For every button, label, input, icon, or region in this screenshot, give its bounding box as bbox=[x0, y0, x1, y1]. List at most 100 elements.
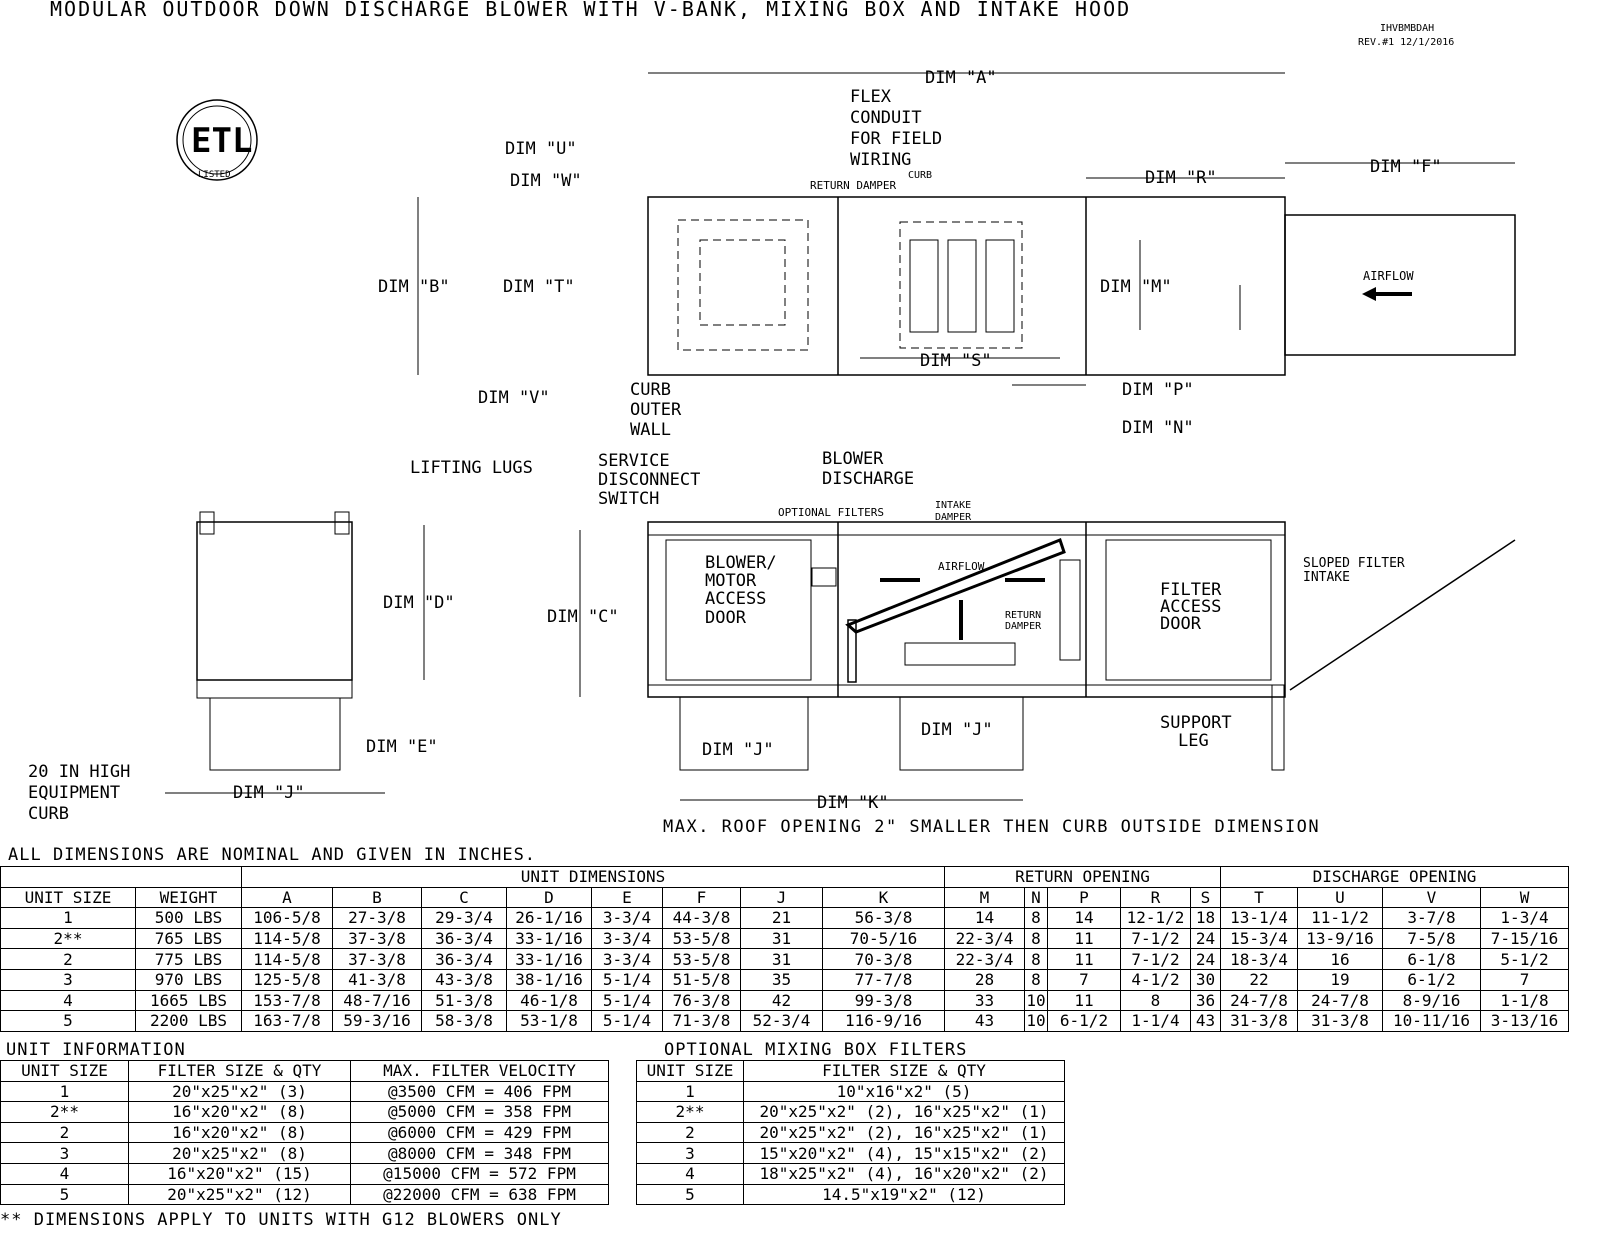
table-cell: 5-1/2 bbox=[1479, 948, 1570, 970]
table-cell: UNIT SIZE bbox=[636, 1060, 744, 1082]
table-cell: @15000 CFM = 572 FPM bbox=[350, 1162, 609, 1185]
table-cell: 1 bbox=[0, 907, 136, 929]
table-cell: 3-3/4 bbox=[591, 907, 663, 929]
table-cell: 1665 LBS bbox=[135, 989, 242, 1012]
svg-text:DISCONNECT: DISCONNECT bbox=[598, 470, 700, 490]
table-cell: 153-7/8 bbox=[241, 989, 333, 1012]
table-cell: 37-3/8 bbox=[332, 927, 422, 950]
table-cell: 5 bbox=[0, 1183, 129, 1206]
table-cell: 24 bbox=[1190, 927, 1221, 950]
table-cell: 16 bbox=[1297, 948, 1383, 970]
table-cell: FILTER SIZE & QTY bbox=[743, 1060, 1065, 1082]
table-cell: 2 bbox=[636, 1121, 744, 1144]
table-cell: 5-1/4 bbox=[591, 989, 663, 1012]
table-cell: 13-1/4 bbox=[1220, 907, 1298, 929]
table-cell: 16"x20"x2" (15) bbox=[128, 1162, 351, 1185]
table-cell: @3500 CFM = 406 FPM bbox=[350, 1080, 609, 1103]
table-cell: 10"x16"x2" (5) bbox=[743, 1080, 1065, 1103]
table-cell: 53-5/8 bbox=[662, 927, 741, 950]
table-cell: 31-3/8 bbox=[1220, 1010, 1298, 1032]
table-cell: 775 LBS bbox=[135, 948, 242, 970]
table-cell: @8000 CFM = 348 FPM bbox=[350, 1142, 609, 1164]
svg-text:SLOPED FILTER: SLOPED FILTER bbox=[1303, 556, 1405, 571]
svg-text:EQUIPMENT: EQUIPMENT bbox=[28, 783, 120, 803]
table-cell: 1-3/4 bbox=[1479, 907, 1570, 929]
svg-text:DIM "B": DIM "B" bbox=[378, 277, 450, 297]
table-cell: 14 bbox=[944, 907, 1025, 929]
table-cell: 53-5/8 bbox=[662, 948, 741, 970]
table-cell: 22 bbox=[1220, 968, 1298, 991]
end-view bbox=[165, 511, 425, 794]
table-cell: 19 bbox=[1297, 968, 1383, 991]
svg-text:INTAKE: INTAKE bbox=[935, 500, 971, 511]
table-cell: 7 bbox=[1479, 968, 1570, 991]
table-cell: B bbox=[332, 886, 422, 909]
table-cell: F bbox=[662, 886, 741, 909]
table-cell: 163-7/8 bbox=[241, 1010, 333, 1032]
table-cell: @6000 CFM = 429 FPM bbox=[350, 1121, 609, 1144]
table-cell: 20"x25"x2" (2), 16"x25"x2" (1) bbox=[743, 1121, 1065, 1144]
table-cell: 16"x20"x2" (8) bbox=[128, 1101, 351, 1123]
table-cell: 56-3/8 bbox=[822, 907, 945, 929]
table-cell: 36 bbox=[1190, 989, 1221, 1012]
svg-text:WALL: WALL bbox=[630, 420, 671, 440]
table-cell: 765 LBS bbox=[135, 927, 242, 950]
svg-text:DIM "S": DIM "S" bbox=[920, 351, 992, 371]
table-cell: M bbox=[944, 886, 1025, 909]
table-cell: 13-9/16 bbox=[1297, 927, 1383, 950]
table-cell: UNIT SIZE bbox=[0, 1060, 129, 1082]
side-view bbox=[579, 521, 1516, 801]
svg-text:DIM "N": DIM "N" bbox=[1122, 418, 1194, 438]
table-cell: 52-3/4 bbox=[740, 1010, 823, 1032]
table-cell: 22-3/4 bbox=[944, 948, 1025, 970]
footnote: ** DIMENSIONS APPLY TO UNITS WITH G12 BL… bbox=[0, 1210, 562, 1230]
table-cell: 5-1/4 bbox=[591, 1010, 663, 1032]
table-cell: 2** bbox=[0, 1101, 129, 1123]
group-return-opening: RETURN OPENING bbox=[944, 866, 1221, 888]
table-cell: J bbox=[740, 886, 823, 909]
table-cell: N bbox=[1024, 886, 1048, 909]
table-cell: 71-3/8 bbox=[662, 1010, 741, 1032]
table-cell: 7 bbox=[1047, 968, 1121, 991]
table-cell: 99-3/8 bbox=[822, 989, 945, 1012]
table-cell: 33-1/16 bbox=[506, 927, 592, 950]
table-cell: 31-3/8 bbox=[1297, 1010, 1383, 1032]
table-cell: 125-5/8 bbox=[241, 968, 333, 991]
table-cell: 15"x20"x2" (4), 15"x15"x2" (2) bbox=[743, 1142, 1065, 1164]
table-cell: 2 bbox=[0, 1121, 129, 1144]
svg-text:ACCESS: ACCESS bbox=[1160, 597, 1221, 617]
table-cell: 46-1/8 bbox=[506, 989, 592, 1012]
table-cell: 33 bbox=[944, 989, 1025, 1012]
table-cell: 18-3/4 bbox=[1220, 948, 1298, 970]
plan-view bbox=[417, 72, 1516, 386]
table-cell: V bbox=[1382, 886, 1481, 909]
drawing-title: MODULAR OUTDOOR DOWN DISCHARGE BLOWER WI… bbox=[50, 0, 1131, 21]
table-cell: 3-3/4 bbox=[591, 948, 663, 970]
svg-text:DOOR: DOOR bbox=[1160, 614, 1202, 634]
table-cell: 8 bbox=[1120, 989, 1191, 1012]
table-cell: 2200 LBS bbox=[135, 1010, 242, 1032]
table-cell: D bbox=[506, 886, 592, 909]
table-cell: 3 bbox=[636, 1142, 744, 1164]
table-cell: T bbox=[1220, 886, 1298, 909]
table-cell: 8 bbox=[1024, 968, 1048, 991]
table-cell: 11 bbox=[1047, 927, 1121, 950]
table-cell: 37-3/8 bbox=[332, 948, 422, 970]
table-cell: 27-3/8 bbox=[332, 907, 422, 929]
table-cell: @5000 CFM = 358 FPM bbox=[350, 1101, 609, 1123]
table-cell: 970 LBS bbox=[135, 968, 242, 991]
table-row: 2**20"x25"x2" (2), 16"x25"x2" (1) bbox=[636, 1101, 1065, 1123]
table-cell: 7-1/2 bbox=[1120, 927, 1191, 950]
svg-text:FOR FIELD: FOR FIELD bbox=[850, 129, 942, 149]
svg-text:DAMPER: DAMPER bbox=[935, 512, 972, 523]
